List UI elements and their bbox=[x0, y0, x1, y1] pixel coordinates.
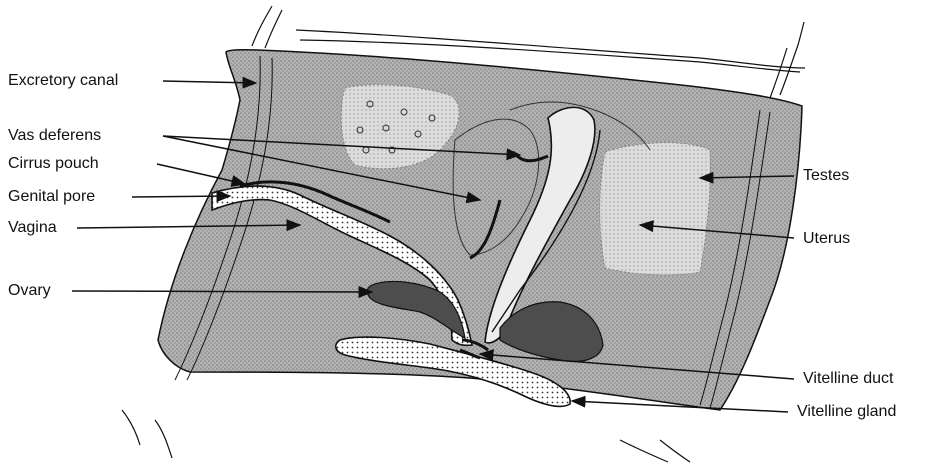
label-vagina: Vagina bbox=[8, 219, 57, 237]
testes-right bbox=[600, 143, 711, 275]
label-genital-pore: Genital pore bbox=[8, 188, 95, 206]
label-vitelline-duct: Vitelline duct bbox=[803, 370, 893, 388]
label-excretory-canal: Excretory canal bbox=[8, 72, 118, 90]
label-ovary: Ovary bbox=[8, 282, 51, 300]
label-testes: Testes bbox=[803, 167, 849, 185]
label-vas-deferens: Vas deferens bbox=[8, 127, 101, 145]
label-vitelline-gland: Vitelline gland bbox=[797, 403, 896, 421]
label-uterus: Uterus bbox=[803, 230, 850, 248]
label-cirrus-pouch: Cirrus pouch bbox=[8, 155, 99, 173]
